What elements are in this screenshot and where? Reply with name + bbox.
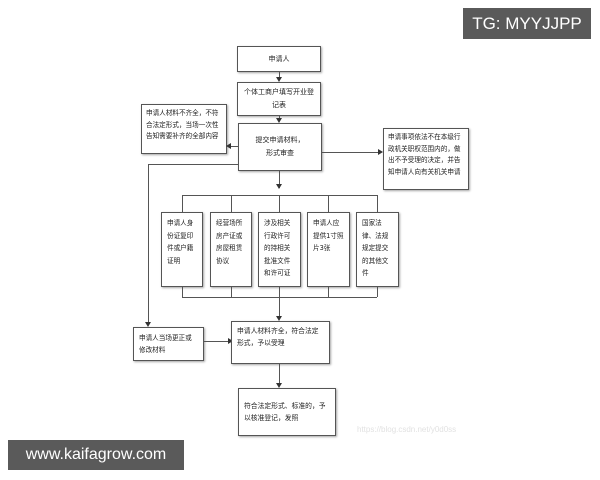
- node-applicant: 申请人: [237, 46, 321, 72]
- node-submit-review: 提交申请材料，形式审查: [238, 123, 322, 171]
- node-out-of-jurisdiction: 申请事项依法不在本级行政机关职权范围内的，做出不予受理的决定，并告知申请人向有关…: [383, 128, 469, 190]
- doc-id-card-copy: 申请人身份证复印件或户籍证明: [161, 212, 203, 287]
- doc-label: 国家法律、法规规定提交的其他文件: [362, 219, 389, 277]
- arrow-down-icon: [276, 184, 282, 189]
- connector: [377, 195, 378, 212]
- connector: [279, 72, 280, 78]
- doc-label: 申请人身份证复印件或户籍证明: [167, 219, 194, 265]
- connector: [230, 146, 238, 147]
- connector: [377, 287, 378, 297]
- doc-property-certificate: 经营场所房产证或房屋租赁协议: [210, 212, 252, 287]
- arrow-down-icon: [276, 316, 282, 321]
- node-fill-form-label: 个体工商户填写开业登记表: [244, 88, 314, 109]
- node-accepted: 申请人材料齐全，符合法定形式，予以受理: [231, 321, 330, 364]
- connector: [279, 171, 280, 188]
- doc-other-legal-files: 国家法律、法规规定提交的其他文件: [356, 212, 399, 287]
- connector: [322, 152, 379, 153]
- node-correct-onsite-label: 申请人当场更正或修改材料: [139, 334, 192, 354]
- node-approved-license: 符合法定形式、标准的，予以核准登记，发照: [238, 388, 336, 436]
- connector: [328, 287, 329, 297]
- arrow-down-icon: [145, 322, 151, 327]
- connector: [204, 341, 229, 342]
- doc-administrative-permits: 涉及相关行政许可的持相关批准文件和许可证: [258, 212, 301, 287]
- doc-photos: 申请人应提供1寸照片3张: [307, 212, 350, 287]
- connector: [328, 195, 329, 212]
- connector: [148, 164, 238, 165]
- connector: [182, 287, 183, 297]
- node-correct-onsite: 申请人当场更正或修改材料: [133, 327, 204, 361]
- node-applicant-label: 申请人: [268, 54, 290, 63]
- connector: [279, 297, 280, 317]
- doc-label: 涉及相关行政许可的持相关批准文件和许可证: [264, 219, 291, 277]
- connector: [279, 195, 280, 212]
- node-out-of-scope-label: 申请事项依法不在本级行政机关职权范围内的，做出不予受理的决定，并告知申请人向有关…: [388, 133, 461, 176]
- connector: [279, 364, 280, 384]
- arrow-right-icon: [378, 149, 383, 155]
- doc-label: 申请人应提供1寸照片3张: [313, 219, 344, 252]
- arrow-down-icon: [276, 118, 282, 123]
- arrow-down-icon: [276, 77, 282, 82]
- node-submit-review-label: 提交申请材料，形式审查: [255, 136, 305, 157]
- node-fill-registration-form: 个体工商户填写开业登记表: [237, 82, 321, 116]
- node-approved-label: 符合法定形式、标准的，予以核准登记，发照: [244, 402, 326, 422]
- node-incomplete-materials: 申请人材料不齐全，不符合法定形式，当场一次性告知需要补齐的全部内容: [141, 104, 227, 154]
- connector: [279, 287, 280, 297]
- tg-overlay-badge: TG: MYYJJPP: [463, 8, 591, 39]
- connector: [182, 195, 183, 212]
- connector: [148, 164, 149, 323]
- website-overlay-badge: www.kaifagrow.com: [8, 440, 184, 470]
- node-accepted-label: 申请人材料齐全，符合法定形式，予以受理: [237, 327, 319, 347]
- arrow-right-icon: [228, 338, 233, 344]
- connector: [231, 287, 232, 297]
- arrow-left-icon: [226, 143, 231, 149]
- csdn-watermark: https://blog.csdn.net/y0d0ss: [357, 425, 457, 434]
- doc-label: 经营场所房产证或房屋租赁协议: [216, 219, 243, 265]
- arrow-down-icon: [276, 383, 282, 388]
- node-incomplete-label: 申请人材料不齐全，不符合法定形式，当场一次性告知需要补齐的全部内容: [146, 109, 219, 140]
- connector: [231, 195, 232, 212]
